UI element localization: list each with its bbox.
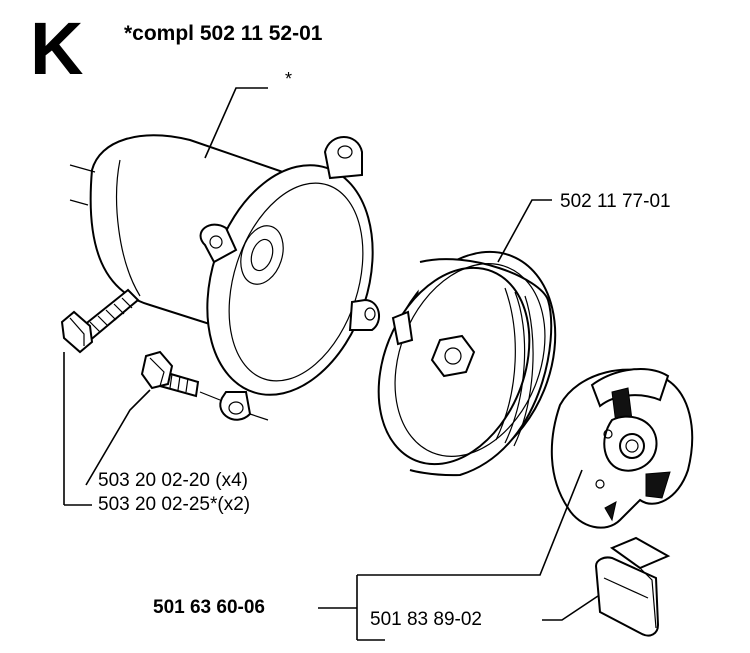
assembly-note: *compl 502 11 52-01 bbox=[124, 22, 323, 45]
short-screw-drawing bbox=[140, 350, 200, 398]
clutch-kit-part-number: 501 63 60-06 bbox=[153, 597, 265, 618]
asterisk-callout: * bbox=[285, 69, 293, 89]
section-letter: K bbox=[30, 7, 83, 90]
screw-x4-part-number: 503 20 02-20 (x4) bbox=[98, 470, 248, 491]
spring-part-number: 501 83 89-02 bbox=[370, 609, 482, 630]
leader-lines bbox=[63, 87, 599, 641]
clutch-shoe-assembly-drawing bbox=[550, 368, 694, 529]
drum-part-number: 502 11 77-01 bbox=[560, 191, 671, 212]
clutch-spring-drawing bbox=[594, 536, 671, 637]
gear-housing-drawing bbox=[69, 134, 381, 421]
clutch-drum-drawing bbox=[377, 250, 557, 477]
long-screw-drawing bbox=[60, 288, 140, 354]
screw-x2-part-number: 503 20 02-25*(x2) bbox=[98, 494, 251, 515]
